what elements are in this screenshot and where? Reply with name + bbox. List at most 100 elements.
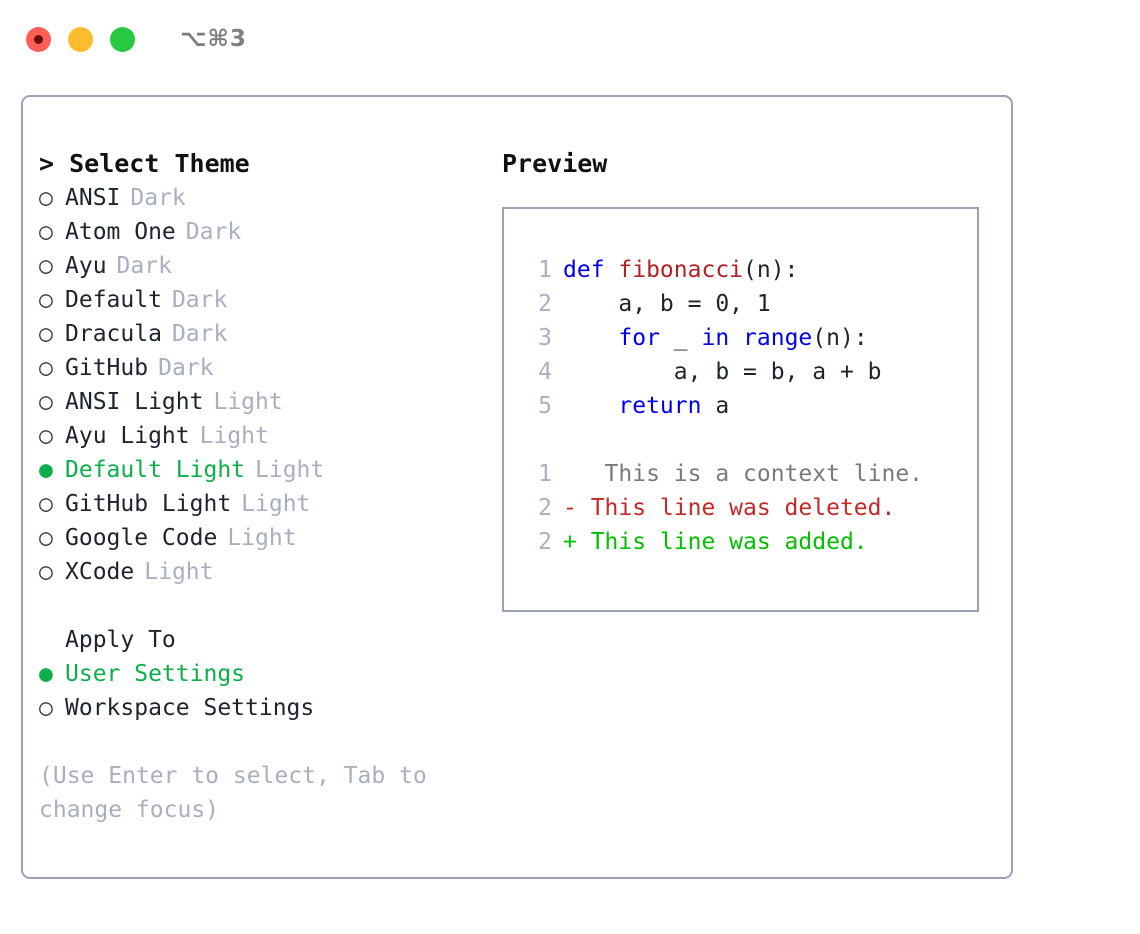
theme-name: ANSI Light [65,389,204,415]
apply-to-option-label: User Settings [65,661,246,687]
diff-text: + This line was added. [563,529,868,555]
code-text: a, b = b, a + b [563,355,882,389]
line-number: 1 [538,257,552,283]
theme-name: Dracula [65,321,162,347]
diff-sample: 1 This is a context line. 2 - This line wa… [522,457,977,559]
radio-unselected-icon: ○ [39,389,53,415]
theme-name: Ayu [65,253,107,279]
radio-selected-icon: ● [39,661,53,687]
radio-unselected-icon: ○ [39,695,53,721]
apply-to-label: Apply To [65,627,176,653]
minimize-window-button[interactable] [68,26,93,52]
radio-unselected-icon: ○ [39,525,53,551]
theme-name: GitHub Light [65,491,232,517]
radio-unselected-icon: ○ [39,423,53,449]
theme-name: GitHub [65,355,149,381]
code-token: _ [659,325,702,351]
keyboard-shortcut-label: ⌥⌘3 [180,26,247,52]
radio-unselected-icon: ○ [39,219,53,245]
code-token: a [701,393,730,419]
radio-unselected-icon: ○ [39,287,53,313]
traffic-light-group [26,26,135,52]
line-number: 3 [538,325,552,351]
line-number: 4 [538,359,552,385]
theme-variant-badge: Dark [171,287,228,313]
code-text: def fibonacci(n): [563,253,798,287]
theme-variant-badge: Dark [185,219,242,245]
theme-name: Atom One [65,219,176,245]
theme-list-item[interactable]: ○ Dracula Dark [39,317,479,351]
theme-name: ANSI [65,185,121,211]
apply-to-options: ● User Settings ○ Workspace Settings [39,657,479,725]
code-line: 4 a, b = b, a + b [522,355,977,389]
theme-list-item[interactable]: ○ Ayu Dark [39,249,479,283]
code-token: fibonacci [618,257,744,283]
code-token: in [701,325,730,351]
diff-line: 1 This is a context line. [522,457,977,491]
apply-to-option[interactable]: ○ Workspace Settings [39,691,479,725]
line-number: 1 [538,461,552,487]
code-token [563,393,618,419]
theme-list-item[interactable]: ● Default Light Light [39,453,479,487]
apply-to-section: Apply To ● User Settings ○ Workspace Settin… [39,623,479,725]
code-text: for _ in range(n): [563,321,868,355]
radio-unselected-icon: ○ [39,185,53,211]
theme-variant-badge: Light [199,423,269,449]
theme-variant-badge: Dark [171,321,228,347]
line-number: 2 [538,291,552,317]
apply-to-option-label: Workspace Settings [65,695,315,721]
theme-name: XCode [65,559,135,585]
radio-unselected-icon: ○ [39,559,53,585]
radio-unselected-icon: ○ [39,321,53,347]
keyboard-hint-text: (Use Enter to select, Tab to change focu… [39,763,427,823]
code-token [563,325,618,351]
diff-line: 2 - This line was deleted. [522,491,977,525]
theme-variant-badge: Light [255,457,325,483]
code-line: 1 def fibonacci(n): [522,253,977,287]
theme-variant-badge: Dark [158,355,214,381]
theme-list-item[interactable]: ○ Default Dark [39,283,479,317]
radio-unselected-icon: ○ [39,491,53,517]
preview-title: Preview [502,149,608,178]
code-text: a, b = 0, 1 [563,287,770,321]
code-token [729,325,743,351]
maximize-window-button[interactable] [110,26,135,52]
theme-list-item[interactable]: ○ ANSI Dark [39,181,479,215]
title-bar: ⌥⌘3 [0,0,1140,78]
theme-name: Google Code [65,525,218,551]
theme-list-item[interactable]: ○ Atom One Dark [39,215,479,249]
diff-text: - This line was deleted. [563,495,896,521]
theme-variant-badge: Dark [116,253,172,279]
code-token: def [563,257,619,283]
code-token: for [618,325,660,351]
theme-list-item[interactable]: ○ XCode Light [39,555,479,589]
theme-name: Default [65,287,162,313]
theme-variant-badge: Light [144,559,214,585]
line-number: 2 [538,529,552,555]
line-number: 5 [538,393,552,419]
code-line: 5 return a [522,389,977,423]
line-number: 2 [538,495,552,521]
theme-variant-badge: Dark [130,185,186,211]
code-token: range [743,325,813,351]
apply-to-option[interactable]: ● User Settings [39,657,479,691]
code-line: 2 a, b = 0, 1 [522,287,977,321]
radio-unselected-icon: ○ [39,253,53,279]
code-text: return a [563,389,729,423]
code-token: return [618,393,702,419]
radio-selected-icon: ● [39,457,53,483]
diff-text: This is a context line. [563,461,924,487]
code-token: (n): [812,325,868,351]
code-token: a, b = b, a + b [563,359,882,385]
theme-name: Default Light [65,457,246,483]
close-window-button[interactable] [26,26,51,52]
